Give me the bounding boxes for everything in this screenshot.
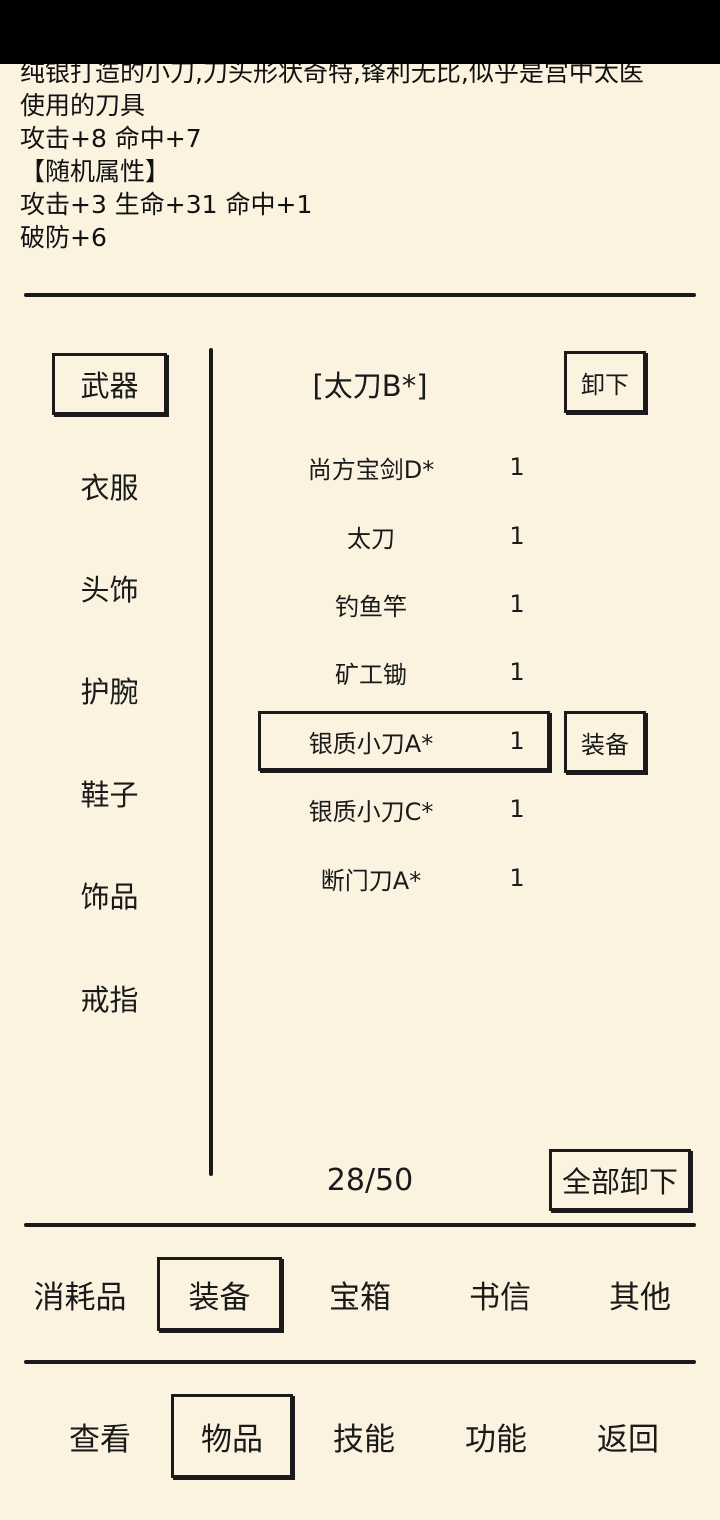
list-item[interactable]: 太刀 1 — [258, 506, 550, 566]
description-line: 【随机属性】 — [20, 157, 171, 186]
unequip-button[interactable]: 卸下 — [564, 351, 646, 413]
tab-other[interactable]: 其他 — [609, 1279, 671, 1316]
item-quantity: 1 — [509, 864, 525, 892]
item-quantity: 1 — [509, 590, 525, 618]
item-quantity: 1 — [509, 658, 525, 686]
divider-bottom — [24, 1360, 696, 1364]
category-bracer[interactable]: 护腕 — [80, 675, 139, 709]
category-clothes[interactable]: 衣服 — [80, 471, 139, 505]
item-name: 断门刀A* — [320, 866, 422, 895]
inventory-capacity: 28/50 — [326, 1162, 414, 1198]
description-line: 纯银打造的小刀,刀头形状奇特,锋利无比,似乎是宫中太医 — [20, 64, 644, 87]
tab-chests[interactable]: 宝箱 — [329, 1279, 391, 1316]
tab-letters[interactable]: 书信 — [469, 1279, 531, 1316]
list-item[interactable]: 矿工锄 1 — [258, 642, 550, 702]
category-headwear[interactable]: 头饰 — [80, 573, 139, 607]
item-name: 银质小刀A* — [308, 729, 434, 758]
description-line: 破防+6 — [20, 223, 107, 252]
tab-equipment[interactable]: 装备 — [157, 1257, 282, 1331]
category-weapon[interactable]: 武器 — [52, 353, 167, 415]
tab-items[interactable]: 物品 — [171, 1394, 293, 1478]
tab-back[interactable]: 返回 — [597, 1421, 659, 1458]
item-quantity: 1 — [509, 727, 525, 755]
list-item-selected[interactable]: 银质小刀A* 1 — [258, 711, 550, 771]
tab-view[interactable]: 查看 — [69, 1421, 131, 1458]
item-quantity: 1 — [509, 522, 525, 550]
list-item[interactable]: 尚方宝剑D* 1 — [258, 437, 550, 497]
divider-middle — [24, 1223, 696, 1227]
equipped-item: [太刀B*] — [312, 369, 428, 403]
tab-consumables[interactable]: 消耗品 — [33, 1279, 127, 1316]
divider-top — [24, 293, 696, 297]
description-line: 攻击+8 命中+7 — [20, 124, 202, 153]
category-accessory[interactable]: 饰品 — [80, 880, 139, 914]
equip-button[interactable]: 装备 — [564, 711, 646, 773]
category-shoes[interactable]: 鞋子 — [80, 778, 139, 812]
list-item[interactable]: 断门刀A* 1 — [258, 848, 550, 908]
item-name: 太刀 — [347, 524, 395, 553]
item-name: 矿工锄 — [335, 660, 407, 689]
item-name: 尚方宝剑D* — [307, 455, 435, 484]
item-description: 纯银打造的小刀,刀头形状奇特,锋利无比,似乎是宫中太医 使用的刀具 攻击+8 命… — [20, 64, 710, 274]
item-quantity: 1 — [509, 795, 525, 823]
tab-skills[interactable]: 技能 — [333, 1421, 395, 1458]
sidebar-divider — [209, 348, 213, 1176]
unequip-all-button[interactable]: 全部卸下 — [549, 1149, 691, 1211]
category-ring[interactable]: 戒指 — [80, 983, 139, 1017]
item-quantity: 1 — [509, 453, 525, 481]
tab-functions[interactable]: 功能 — [465, 1421, 527, 1458]
list-item[interactable]: 钓鱼竿 1 — [258, 574, 550, 634]
description-line: 攻击+3 生命+31 命中+1 — [20, 190, 313, 219]
item-name: 钓鱼竿 — [335, 592, 407, 621]
item-name: 银质小刀C* — [308, 797, 434, 826]
status-bar — [0, 0, 720, 64]
description-line: 使用的刀具 — [20, 91, 146, 120]
list-item[interactable]: 银质小刀C* 1 — [258, 779, 550, 839]
